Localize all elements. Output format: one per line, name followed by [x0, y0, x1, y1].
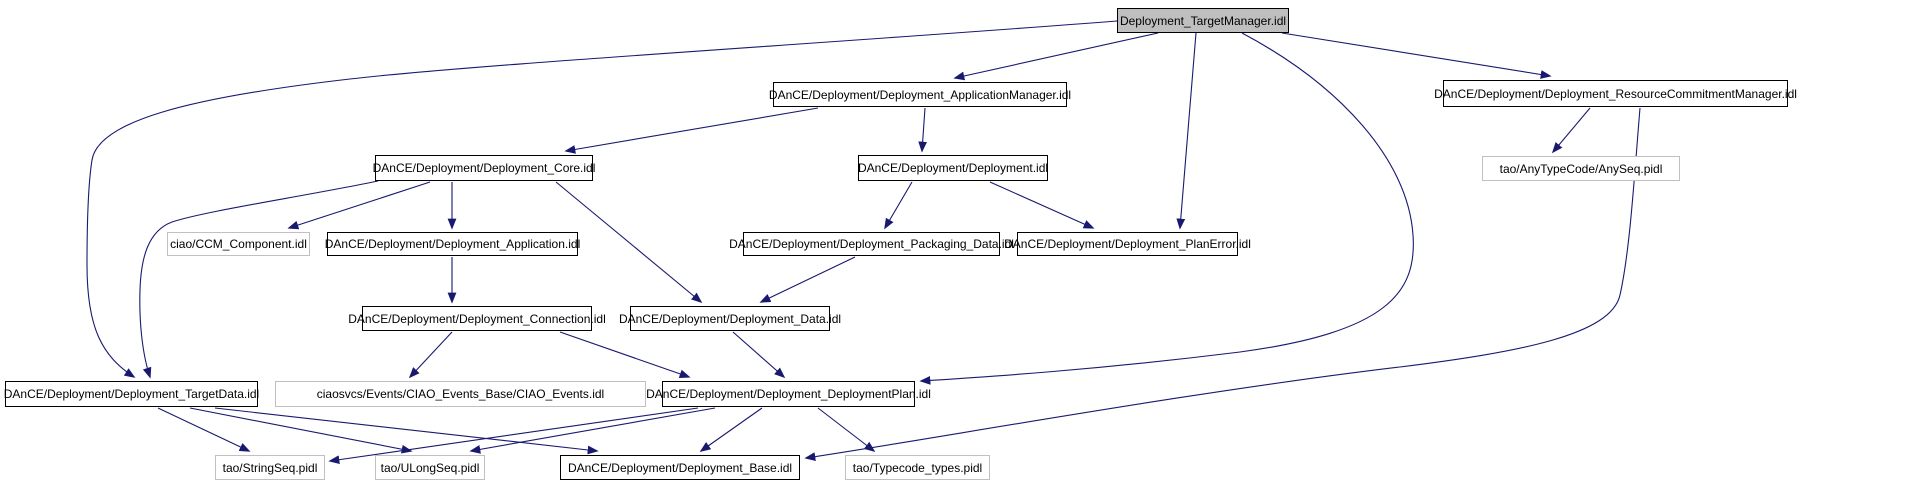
node-target-data[interactable]: DAnCE/Deployment/Deployment_TargetData.i… [4, 381, 259, 407]
node-base[interactable]: DAnCE/Deployment/Deployment_Base.idl [560, 455, 800, 480]
edge-deployment-plan-to-base [699, 407, 763, 452]
node-core[interactable]: DAnCE/Deployment/Deployment_Core.idl [373, 155, 595, 181]
node-connection[interactable]: DAnCE/Deployment/Deployment_Connection.i… [348, 306, 606, 331]
edge-deployment-plan-to-ulongseq [469, 407, 716, 454]
edge-deployment-to-plan-error [989, 181, 1095, 229]
node-target-manager[interactable]: Deployment_TargetManager.idl [1117, 8, 1289, 33]
node-application[interactable]: DAnCE/Deployment/Deployment_Application.… [325, 232, 580, 256]
node-plan-error[interactable]: DAnCE/Deployment/Deployment_PlanError.id… [1004, 232, 1251, 256]
node-application-manager[interactable]: DAnCE/Deployment/Deployment_ApplicationM… [769, 82, 1071, 107]
edge-resource-commitment-manager-to-base [804, 107, 1641, 461]
edge-data-to-deployment-plan [732, 331, 786, 379]
edge-target-manager-to-target-data [86, 20, 1118, 378]
edge-target-manager-to-plan-error [1176, 32, 1197, 230]
edge-target-manager-to-resource-commitment-manager [1281, 32, 1552, 79]
node-anyseq[interactable]: tao/AnyTypeCode/AnySeq.pidl [1482, 156, 1680, 181]
node-ulongseq[interactable]: tao/ULongSeq.pidl [375, 455, 485, 480]
edge-core-to-ccm-component [287, 181, 431, 230]
edge-target-data-to-stringseq [157, 407, 251, 452]
node-deployment-plan[interactable]: DAnCE/Deployment/Deployment_DeploymentPl… [646, 381, 931, 407]
edge-application-manager-to-deployment [918, 107, 928, 153]
edge-resource-commitment-manager-to-anyseq [1551, 107, 1591, 154]
node-typecode-types[interactable]: tao/Typecode_types.pidl [845, 455, 990, 480]
edge-connection-to-deployment-plan [559, 331, 691, 379]
node-ccm-component[interactable]: ciao/CCM_Component.idl [167, 232, 310, 256]
node-deployment[interactable]: DAnCE/Deployment/Deployment.idl [858, 155, 1048, 181]
edge-application-manager-to-core [564, 107, 819, 154]
node-packaging-data[interactable]: DAnCE/Deployment/Deployment_Packaging_Da… [729, 232, 1014, 256]
node-resource-commitment-manager[interactable]: DAnCE/Deployment/Deployment_ResourceComm… [1434, 80, 1797, 107]
edge-target-manager-to-application-manager [953, 32, 1159, 81]
node-stringseq[interactable]: tao/StringSeq.pidl [215, 455, 325, 480]
node-data[interactable]: DAnCE/Deployment/Deployment_Data.idl [619, 306, 841, 331]
edge-deployment-plan-to-stringseq [328, 407, 699, 465]
edge-deployment-to-packaging-data [884, 181, 913, 230]
edge-target-data-to-base [214, 407, 599, 455]
edge-core-to-data [555, 181, 703, 304]
edge-target-manager-to-deployment-plan [919, 32, 1414, 385]
edge-core-to-target-data [139, 180, 379, 379]
edge-deployment-plan-to-typecode-types [817, 407, 876, 453]
edge-target-data-to-ulongseq [189, 407, 413, 454]
edge-connection-to-ciao-events [408, 331, 453, 379]
edge-packaging-data-to-data [759, 256, 856, 303]
node-ciao-events[interactable]: ciaosvcs/Events/CIAO_Events_Base/CIAO_Ev… [275, 381, 646, 407]
